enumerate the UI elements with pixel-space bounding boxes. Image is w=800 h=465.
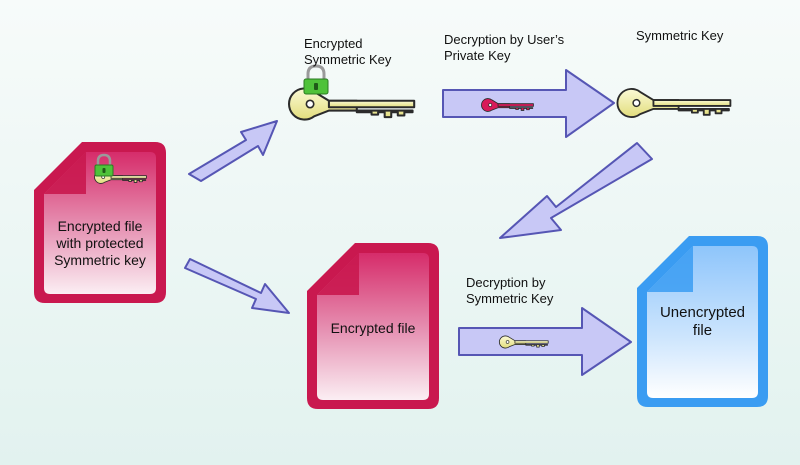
encrypted-file-document bbox=[307, 243, 439, 409]
arrow-symmetric-key-to-file bbox=[499, 142, 653, 239]
encrypted-symmetric-key-label: Encrypted Symmetric Key bbox=[304, 36, 392, 67]
lock-icon bbox=[303, 64, 329, 95]
unencrypted-file-document bbox=[637, 236, 768, 407]
source-document-text: Encrypted file with protected Symmetric … bbox=[54, 218, 146, 268]
arrow-to-encrypted-file bbox=[184, 258, 290, 314]
unencrypted-file-text: Unencrypted file bbox=[659, 304, 746, 339]
private-key-decryption-label: Decryption by User’s Private Key bbox=[444, 32, 565, 63]
document-lock-icon bbox=[94, 153, 114, 177]
symmetric-key-label: Symmetric Key bbox=[636, 28, 724, 43]
encrypted-source-document bbox=[34, 142, 166, 303]
symmetric-decryption-label: Decryption by Symmetric Key bbox=[466, 275, 554, 306]
arrow-to-encrypted-key bbox=[188, 120, 278, 182]
symmetric-key-icon bbox=[616, 88, 732, 118]
encrypted-file-text: Encrypted file bbox=[330, 320, 416, 336]
